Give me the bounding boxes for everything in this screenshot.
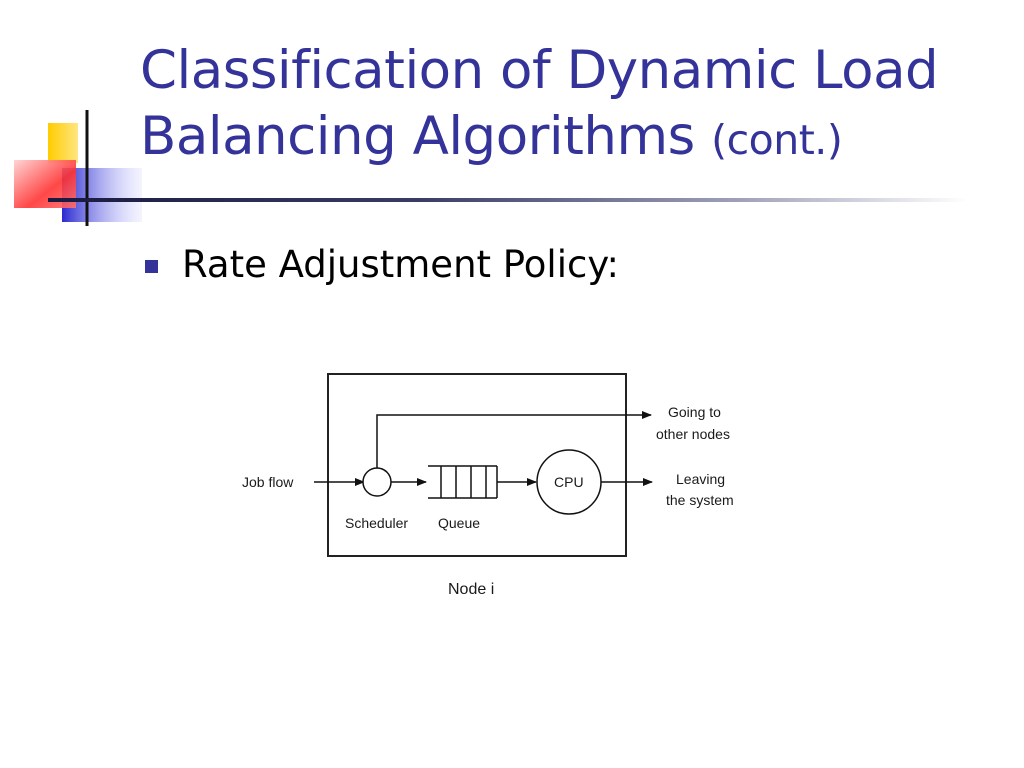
leaving-label-line1: Leaving — [676, 471, 725, 487]
slide-title: Classification of Dynamic Load Balancing… — [140, 38, 1010, 173]
node-label: Node i — [448, 581, 494, 598]
scheduler-label: Scheduler — [345, 515, 408, 531]
queue-shape — [428, 465, 498, 499]
going-label-line1: Going to — [668, 404, 721, 420]
decor-yellow-square — [48, 123, 78, 163]
title-main: Classification of Dynamic Load Balancing… — [140, 40, 939, 167]
rate-adjustment-diagram: Job flow Scheduler Queue CPU Leaving the… — [242, 373, 734, 598]
cpu-label: CPU — [554, 474, 584, 490]
title-suffix: (cont.) — [711, 116, 843, 164]
bullet-text: Rate Adjustment Policy: — [182, 242, 619, 286]
bullet-item: Rate Adjustment Policy: — [145, 236, 619, 292]
scheduler-circle — [362, 467, 392, 497]
going-label-line2: other nodes — [656, 426, 730, 442]
node-box — [327, 373, 627, 557]
leaving-label-line2: the system — [666, 492, 734, 508]
transfer-path — [376, 411, 652, 468]
queue-label: Queue — [438, 515, 480, 531]
bullet-square-icon — [145, 259, 158, 273]
job-flow-label: Job flow — [242, 474, 294, 490]
title-underline — [48, 198, 968, 202]
